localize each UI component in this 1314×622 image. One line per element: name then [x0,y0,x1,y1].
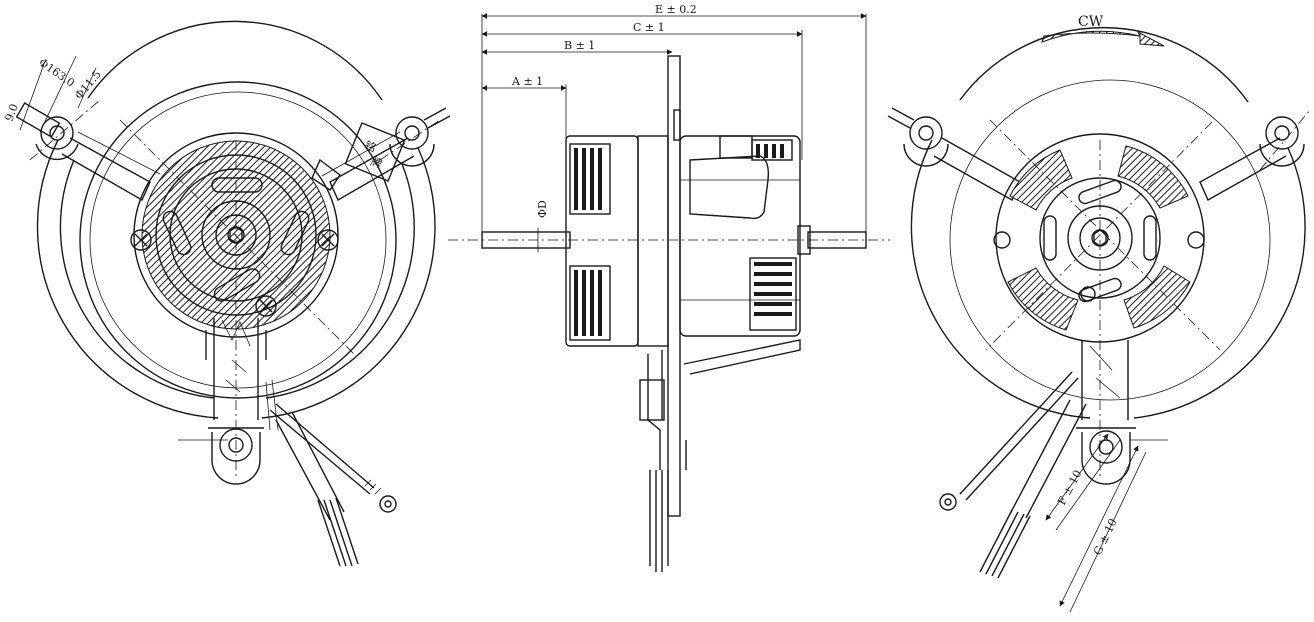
rotation-arrow: CW [1041,14,1165,47]
fins-lower-left [569,265,611,341]
fins-upper-right [751,139,793,161]
mount-clip-right-ul [887,107,949,167]
front-view-left: 铭 牌 Φ163.0 Φ11.5 [3,20,451,567]
nameplate-char-2: 牌 [369,154,384,171]
nameplate-char-1: 铭 [363,138,378,155]
nameplate-tag: 铭 牌 [344,122,406,182]
dim-F-label: F ± 10 [1055,468,1084,508]
mount-clip-upper-right [389,107,451,167]
dim-B-label: B ± 1 [564,39,595,52]
dim-D-label: ΦD [536,200,549,218]
side-view-center: E ± 0.2 C ± 1 B ± 1 A ± 1 ΦD [448,3,890,572]
dim-F: F ± 10 [1045,433,1121,531]
dim-C: C ± 1 [481,21,803,160]
dim-B: B ± 1 [481,39,673,55]
rear-view-right: CW [887,14,1311,613]
dim-A-label: A ± 1 [511,75,543,88]
dim-C-label: C ± 1 [633,21,665,34]
fins-lower-right [749,257,797,331]
dim-G-label: G ± 10 [1091,517,1120,558]
rotation-label: CW [1078,14,1104,30]
dim-E-label: E ± 0.2 [655,3,697,16]
mount-clip-upper-left [15,102,79,161]
dim-dia-163: Φ163.0 [36,56,77,90]
screw-lower [255,295,277,317]
dim-90: 9.0 [3,102,21,123]
ground-cable-left [269,403,397,513]
fins-upper-left [569,143,611,215]
lead-wires-left [265,379,359,567]
screw-right [317,229,339,251]
mount-clip-right-ur [1259,116,1305,167]
stator-segments [1007,145,1191,331]
ground-cable-right [939,371,1079,511]
screw-left [130,229,152,251]
dim-A: A ± 1 [481,75,567,140]
